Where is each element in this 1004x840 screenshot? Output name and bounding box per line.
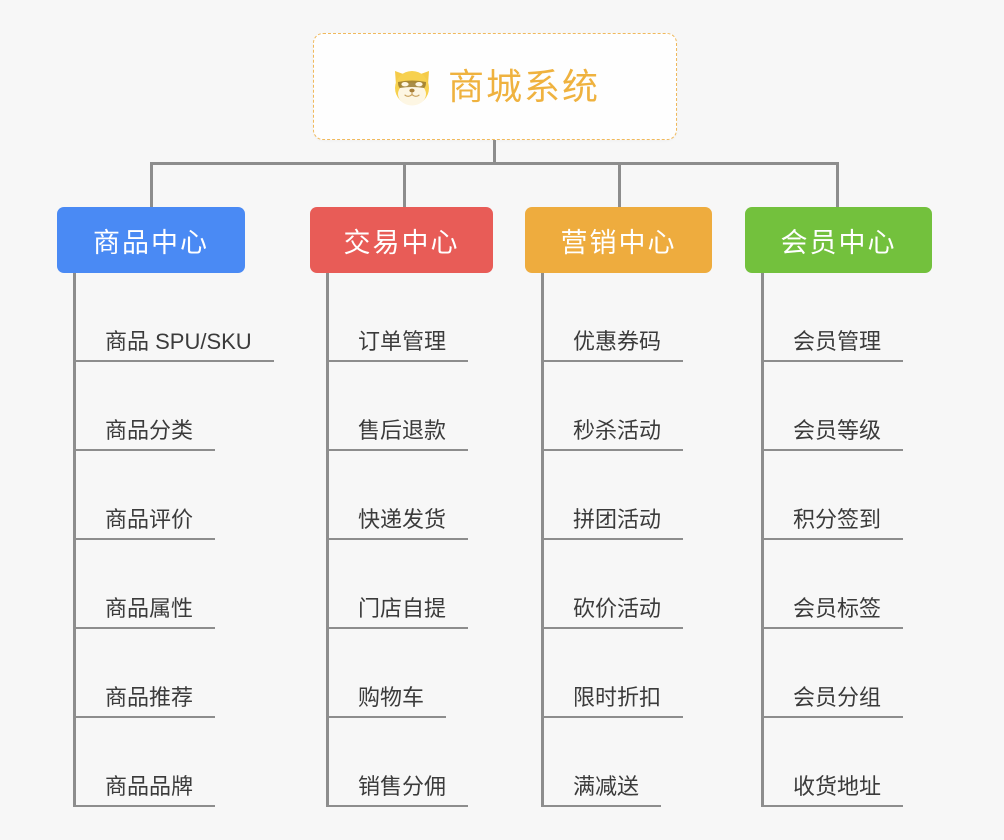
leaf-label: 积分签到 [761, 507, 904, 540]
leaf-item[interactable]: 优惠券码 [541, 273, 684, 362]
leaf-item[interactable]: 商品 SPU/SKU [73, 273, 274, 362]
leaf-list-4: 会员管理 会员等级 积分签到 会员标签 会员分组 收货地址 [761, 273, 904, 807]
leaf-item[interactable]: 会员标签 [761, 540, 904, 629]
connector-drop-2 [403, 162, 406, 208]
leaf-label: 优惠券码 [541, 329, 684, 362]
leaf-item[interactable]: 快递发货 [326, 451, 469, 540]
category-box-4[interactable]: 会员中心 [745, 207, 932, 273]
leaf-label: 秒杀活动 [541, 418, 684, 451]
leaf-label: 商品品牌 [73, 774, 216, 807]
leaf-item[interactable]: 限时折扣 [541, 629, 684, 718]
root-title: 商城系统 [447, 65, 600, 107]
leaf-item[interactable]: 会员分组 [761, 629, 904, 718]
category-label-1: 商品中心 [93, 227, 209, 258]
leaf-label: 收货地址 [761, 774, 904, 807]
leaf-label: 购物车 [326, 685, 447, 718]
connector-drop-4 [836, 162, 839, 208]
leaf-label: 商品属性 [73, 596, 216, 629]
category-label-4: 会员中心 [780, 227, 897, 258]
leaf-label: 商品 SPU/SKU [73, 329, 274, 362]
leaf-item[interactable]: 满减送 [541, 718, 683, 807]
branch-spine-1 [73, 273, 76, 807]
leaf-label: 商品评价 [73, 507, 216, 540]
leaf-item[interactable]: 购物车 [326, 629, 468, 718]
leaf-label: 门店自提 [326, 596, 469, 629]
category-box-1[interactable]: 商品中心 [57, 207, 245, 273]
leaf-label: 满减送 [541, 774, 662, 807]
category-box-2[interactable]: 交易中心 [310, 207, 493, 273]
leaf-label: 销售分佣 [326, 774, 469, 807]
leaf-item[interactable]: 订单管理 [326, 273, 469, 362]
leaf-list-3: 优惠券码 秒杀活动 拼团活动 砍价活动 限时折扣 满减送 [541, 273, 684, 807]
root-node[interactable]: 商城系统 [313, 33, 677, 140]
leaf-list-2: 订单管理 售后退款 快递发货 门店自提 购物车 销售分佣 [326, 273, 469, 807]
leaf-label: 砍价活动 [541, 596, 684, 629]
connector-drop-1 [150, 162, 153, 208]
leaf-item[interactable]: 秒杀活动 [541, 362, 684, 451]
leaf-label: 会员分组 [761, 685, 904, 718]
leaf-item[interactable]: 会员等级 [761, 362, 904, 451]
leaf-label: 会员管理 [761, 329, 904, 362]
leaf-label: 拼团活动 [541, 507, 684, 540]
leaf-label: 售后退款 [326, 418, 469, 451]
leaf-item[interactable]: 商品分类 [73, 362, 274, 451]
category-label-3: 营销中心 [560, 227, 677, 258]
leaf-item[interactable]: 门店自提 [326, 540, 469, 629]
leaf-item[interactable]: 收货地址 [761, 718, 904, 807]
leaf-label: 限时折扣 [541, 685, 684, 718]
category-label-2: 交易中心 [343, 227, 460, 258]
leaf-item[interactable]: 销售分佣 [326, 718, 469, 807]
leaf-item[interactable]: 会员管理 [761, 273, 904, 362]
leaf-item[interactable]: 砍价活动 [541, 540, 684, 629]
leaf-item[interactable]: 商品属性 [73, 540, 274, 629]
leaf-item[interactable]: 商品评价 [73, 451, 274, 540]
connector-horizontal-bus [150, 162, 838, 165]
leaf-label: 快递发货 [326, 507, 469, 540]
category-box-3[interactable]: 营销中心 [525, 207, 712, 273]
leaf-item[interactable]: 商品品牌 [73, 718, 274, 807]
leaf-label: 商品推荐 [73, 685, 216, 718]
shiba-dog-face-icon [390, 65, 434, 109]
connector-drop-3 [618, 162, 621, 208]
leaf-item[interactable]: 售后退款 [326, 362, 469, 451]
leaf-list-1: 商品 SPU/SKU 商品分类 商品评价 商品属性 商品推荐 商品品牌 [73, 273, 274, 807]
branch-spine-2 [326, 273, 329, 807]
leaf-label: 会员标签 [761, 596, 904, 629]
connector-root-stem [493, 140, 496, 164]
leaf-label: 订单管理 [326, 329, 469, 362]
leaf-item[interactable]: 积分签到 [761, 451, 904, 540]
leaf-label: 商品分类 [73, 418, 216, 451]
leaf-item[interactable]: 商品推荐 [73, 629, 274, 718]
leaf-item[interactable]: 拼团活动 [541, 451, 684, 540]
leaf-label: 会员等级 [761, 418, 904, 451]
branch-spine-4 [761, 273, 764, 807]
branch-spine-3 [541, 273, 544, 807]
